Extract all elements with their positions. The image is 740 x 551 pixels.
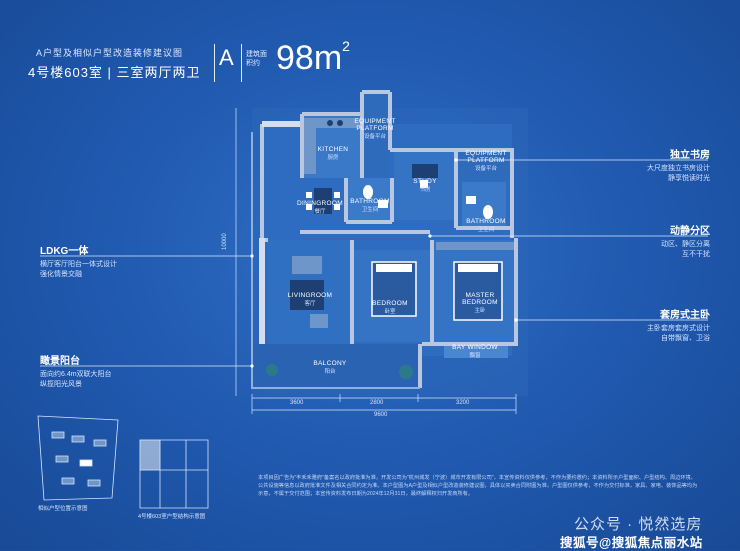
bath1-label: BATHROOM 卫生间: [350, 198, 390, 213]
equip2-floor: [460, 150, 510, 180]
annotation-study: 独立书房: [670, 150, 710, 161]
annotation-dots: [250, 158, 518, 368]
annotation-zoning: 动静分区: [670, 226, 710, 237]
bath2-floor: [462, 182, 506, 228]
baywindow-label: BAY WINDOW 飘窗: [452, 344, 498, 359]
annotation-balcony: 瞰景阳台: [40, 356, 80, 367]
dim-vertical: 10000: [222, 233, 228, 250]
annotation-master: 套房式主卧: [660, 310, 710, 321]
unit-area-value: 98m: [276, 39, 343, 77]
dim-3: 3200: [456, 400, 470, 406]
master-wardrobe: [436, 242, 514, 250]
equip1-label: EQUIPMENT PLATFORM 设备平台: [354, 118, 396, 140]
equip1-floor: [362, 90, 390, 176]
annotation-balcony-desc: 面向约6.4m双联大阳台 纵揽阳光风景: [40, 371, 112, 388]
walls-thick: [259, 121, 300, 344]
living-table: [290, 280, 324, 310]
annotation-leaders: [40, 159, 708, 367]
equip2-label: EQUIPMENT PLATFORM 设备平台: [465, 150, 507, 172]
annotation-master-desc: 主卧套房套房式设计 自带飘窗、卫浴: [647, 325, 710, 342]
study-label: STUDY 书房: [413, 178, 437, 193]
kitchen-label: KITCHEN 厨房: [317, 146, 349, 161]
master-label: MASTER BEDROOM 主卧: [462, 292, 498, 314]
sink-2: [466, 196, 476, 204]
annotation-zoning-desc: 动区、静区分离 互不干扰: [661, 241, 710, 258]
baywindow-floor: [444, 344, 508, 358]
annotation-ldkg: LDKG一体: [40, 246, 89, 257]
type-bracket: [214, 44, 242, 82]
site-minimap-caption: 相似户型位置示意图: [38, 506, 88, 512]
sink-1: [378, 200, 388, 208]
study-chair: [420, 180, 428, 188]
stove-icon-2: [337, 120, 343, 126]
bedroom-pillow: [376, 264, 412, 272]
bedroom-label: BEDROOM 卧室: [372, 300, 408, 315]
plan-subtitle: A户型及相似户型改造装修建议图: [36, 48, 184, 58]
master-pillow: [458, 264, 498, 272]
plant-icon-2: [399, 365, 413, 379]
annotation-ldkg-desc: 横厅客厅阳台一体式设计 强化情景交融: [40, 261, 117, 278]
unit-type-letter: A: [219, 45, 234, 70]
toilet-1: [363, 185, 373, 199]
area-tag: 建筑面积约: [246, 51, 267, 67]
unit-minimap-caption: 4号楼603室户型结构示意图: [138, 514, 206, 520]
kitchen-counter: [304, 118, 316, 174]
stove-icon: [327, 120, 333, 126]
plant-icon-1: [266, 364, 278, 376]
living-label: LIVINGROOM 客厅: [287, 292, 333, 307]
unit-area-exponent: 2: [342, 38, 350, 54]
horizontal-dim-lines: [251, 394, 517, 414]
unit-minimap: [139, 439, 209, 509]
dim-1: 3600: [290, 400, 304, 406]
unit-info: 4号楼603室 | 三室两厅两卫: [28, 65, 201, 80]
balcony-floor: [252, 344, 422, 386]
dining-table: [314, 188, 332, 214]
annotation-study-desc: 大尺度独立书房设计 静享悦读时光: [647, 165, 710, 182]
disclaimer-text: 本项目因广告为"丰禾禾雅府"备案名以政府批准为准，开发公司为"杭州城发（宁波）城…: [258, 475, 698, 498]
balcony-label: BALCONY 阳台: [313, 360, 347, 375]
toilet-2: [483, 205, 493, 219]
dim-total: 9600: [374, 412, 388, 418]
watermark-wechat: 公众号 · 悦然选房: [574, 516, 703, 533]
dining-chairs: [306, 192, 340, 210]
watermark-sohu: 搜狐号@搜狐焦点丽水站: [560, 536, 703, 550]
unit-area: 98m2: [276, 38, 350, 78]
living-sofa: [292, 256, 322, 274]
balcony-rail: [251, 132, 420, 389]
dining-label: DININGROOM 餐厅: [297, 200, 343, 215]
dim-2: 2800: [370, 400, 384, 406]
study-desk: [412, 164, 438, 178]
living-armchair: [310, 314, 328, 328]
site-minimap: [37, 415, 119, 501]
bath2-label: BATHROOM 卫生间: [466, 218, 506, 233]
